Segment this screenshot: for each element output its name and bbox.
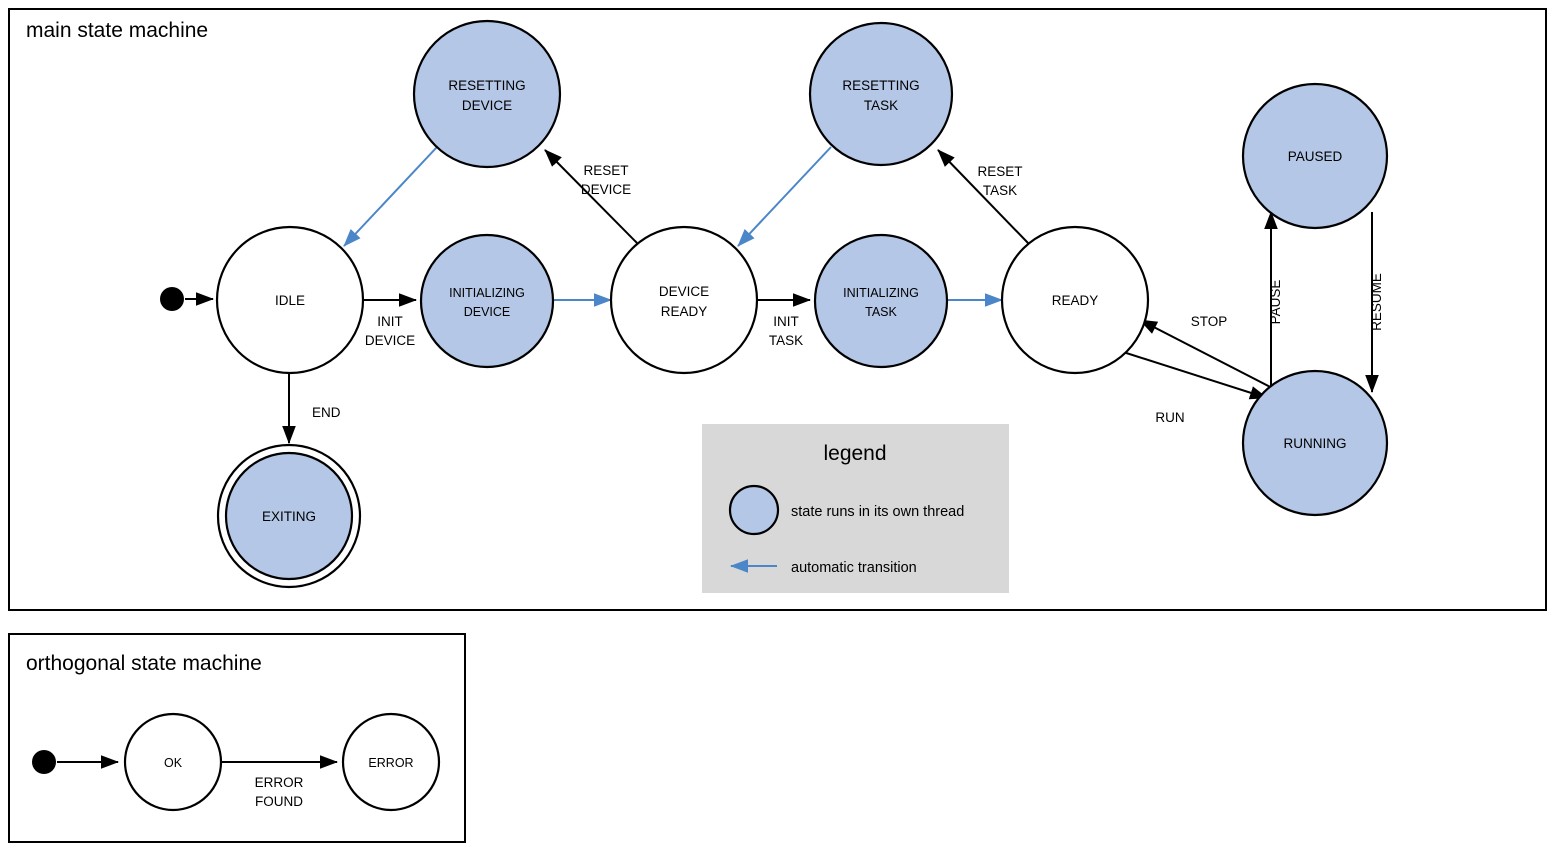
transition-resetting-device-to-idle xyxy=(343,146,438,247)
state-exiting[interactable]: EXITING xyxy=(216,443,362,589)
state-initializing-task[interactable]: INITIALIZING TASK xyxy=(813,233,949,369)
state-resetting-task-label-line2: TASK xyxy=(864,98,898,113)
state-initializing-task-label-line1: INITIALIZING xyxy=(843,286,919,300)
edge-label-reset-task-line1: RESET xyxy=(977,164,1022,179)
state-error-label: ERROR xyxy=(368,756,413,770)
state-idle[interactable]: IDLE xyxy=(215,225,365,375)
edge-label-reset-device-line2: DEVICE xyxy=(581,182,631,197)
state-running[interactable]: RUNNING xyxy=(1241,369,1389,517)
state-running-label: RUNNING xyxy=(1284,436,1347,451)
state-resetting-device[interactable]: RESETTING DEVICE xyxy=(412,19,562,169)
legend-automatic-transition-text: automatic transition xyxy=(791,560,917,576)
state-initializing-device-label-line2: DEVICE xyxy=(464,305,511,319)
state-device-ready[interactable]: DEVICE READY xyxy=(609,225,759,375)
edge-label-init-task-line1: INIT xyxy=(773,314,799,329)
main-frame-title: main state machine xyxy=(26,19,208,42)
legend-title: legend xyxy=(823,442,886,465)
legend-thread-state-icon xyxy=(728,484,780,536)
edge-label-pause: PAUSE xyxy=(1268,280,1283,325)
edge-label-error-found-line2: FOUND xyxy=(255,794,303,809)
orthogonal-frame-title: orthogonal state machine xyxy=(26,652,262,675)
state-error[interactable]: ERROR xyxy=(341,712,441,812)
transition-running-to-ready xyxy=(1139,319,1283,394)
state-initializing-device[interactable]: INITIALIZING DEVICE xyxy=(419,233,555,369)
state-exiting-label: EXITING xyxy=(262,509,316,524)
state-resetting-task[interactable]: RESETTING TASK xyxy=(808,21,954,167)
transition-device-ready-to-resetting-device xyxy=(544,149,638,244)
state-initializing-task-label-line2: TASK xyxy=(865,305,897,319)
legend: legend state runs in its own thread auto… xyxy=(702,424,1009,593)
state-paused[interactable]: PAUSED xyxy=(1241,82,1389,230)
edge-label-init-device-line2: DEVICE xyxy=(365,333,415,348)
edge-label-reset-device-line1: RESET xyxy=(583,163,628,178)
initial-pseudostate-main xyxy=(160,287,184,311)
state-ok[interactable]: OK xyxy=(123,712,223,812)
edge-label-resume: RESUME xyxy=(1369,273,1384,331)
legend-thread-state-text: state runs in its own thread xyxy=(791,504,964,520)
state-paused-label: PAUSED xyxy=(1288,149,1343,164)
legend-item-automatic-transition: automatic transition xyxy=(730,559,917,576)
transition-ready-to-running xyxy=(1119,350,1268,400)
state-resetting-device-label-line2: DEVICE xyxy=(462,98,512,113)
edge-label-reset-task-line2: TASK xyxy=(983,183,1017,198)
legend-item-thread-state: state runs in its own thread xyxy=(728,484,964,536)
edge-label-init-task-line2: TASK xyxy=(769,333,803,348)
state-initializing-device-label-line1: INITIALIZING xyxy=(449,286,525,300)
state-ready[interactable]: READY xyxy=(1000,225,1150,375)
transition-resetting-task-to-device-ready xyxy=(737,146,832,247)
transition-ready-to-resetting-task xyxy=(937,149,1029,244)
edge-label-init-device-line1: INIT xyxy=(377,314,403,329)
edge-label-stop: STOP xyxy=(1191,314,1228,329)
state-ready-label: READY xyxy=(1052,293,1099,308)
state-device-ready-label-line1: DEVICE xyxy=(659,284,709,299)
edge-label-end: END xyxy=(312,405,341,420)
initial-pseudostate-orthogonal xyxy=(32,750,56,774)
state-resetting-task-label-line1: RESETTING xyxy=(842,78,919,93)
state-device-ready-label-line2: READY xyxy=(661,304,708,319)
edge-label-run: RUN xyxy=(1155,410,1184,425)
state-ok-label: OK xyxy=(164,756,183,770)
edge-label-error-found-line1: ERROR xyxy=(255,775,304,790)
state-resetting-device-label-line1: RESETTING xyxy=(448,78,525,93)
state-idle-label: IDLE xyxy=(275,293,305,308)
